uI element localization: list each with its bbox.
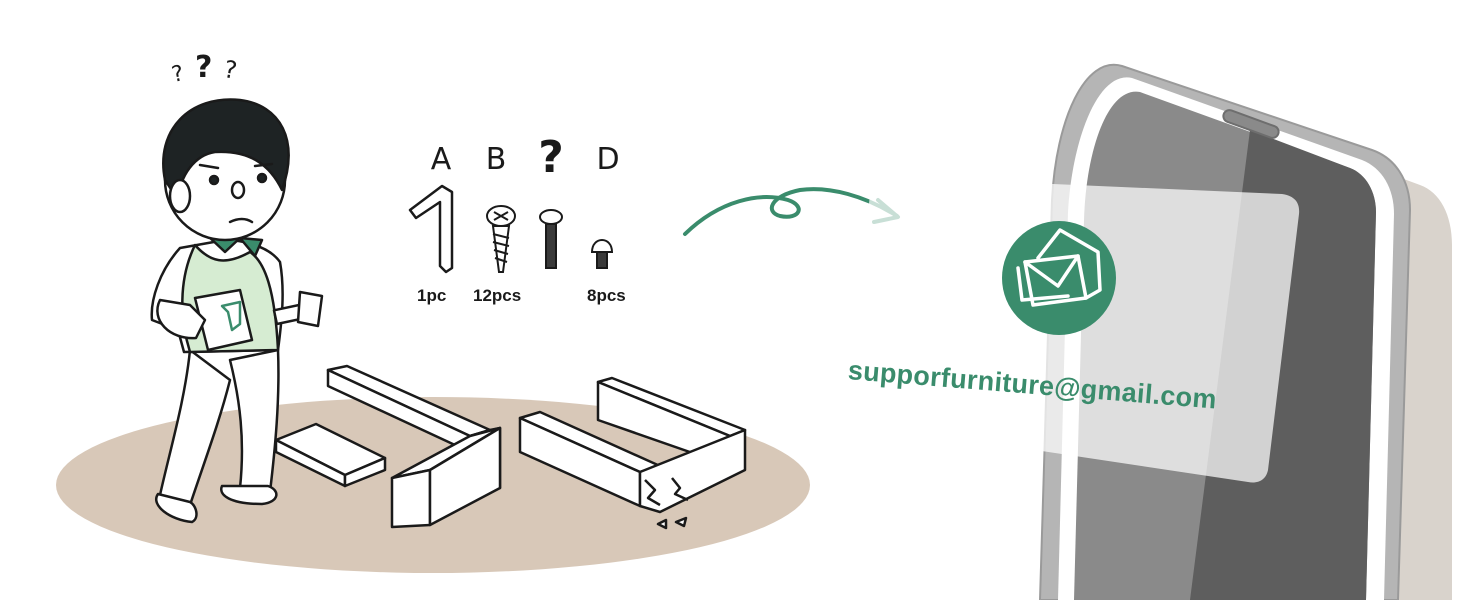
question-mark-bold: ? — [195, 50, 213, 85]
part-a-letter: A — [430, 142, 452, 177]
part-d-letter: D — [596, 142, 620, 177]
cap-nut-icon — [590, 239, 614, 269]
confused-person — [150, 98, 324, 524]
part-b-qty: 12pcs — [473, 286, 522, 305]
machine-bolt-icon — [539, 209, 563, 269]
part-b-letter: B — [485, 142, 507, 177]
arrow-icon — [683, 187, 900, 236]
allen-key-icon — [408, 184, 454, 274]
wood-screw-icon — [486, 205, 516, 273]
part-d-qty: 8pcs — [587, 286, 626, 305]
envelope-icon — [1002, 221, 1116, 335]
broken-furniture-panels — [274, 364, 747, 530]
part-c-unknown-letter: ? — [538, 132, 564, 183]
part-a-qty: 1pc — [417, 286, 447, 305]
